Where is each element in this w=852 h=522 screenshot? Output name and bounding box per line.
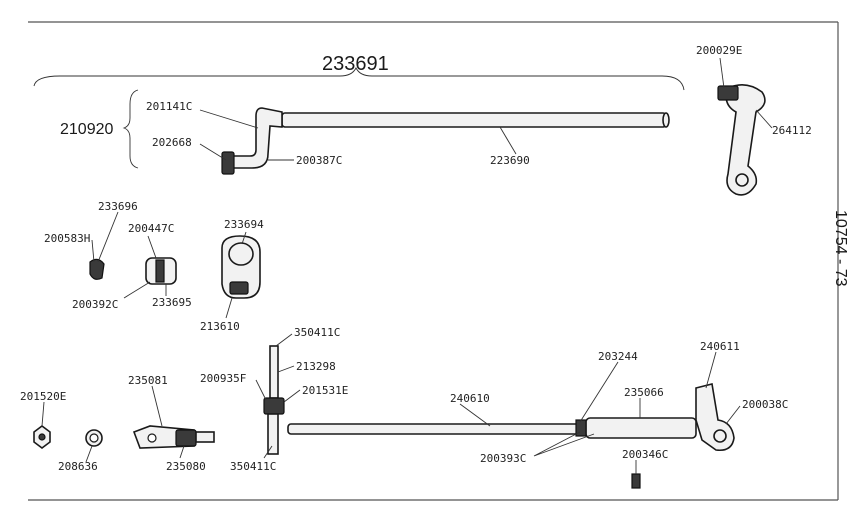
leader-202668 — [199, 143, 227, 161]
label-233691: 233691 — [322, 53, 389, 75]
label-208636: 208636 — [58, 460, 98, 473]
shaft-223690 — [221, 107, 670, 175]
leader-200393c — [533, 431, 595, 457]
leader-213298 — [277, 365, 295, 373]
label-200393c: 200393C — [480, 452, 526, 465]
leader-200029e — [719, 57, 725, 89]
label-350411c-top: 350411C — [294, 326, 340, 339]
link-235080 — [132, 425, 215, 449]
leader-235080 — [179, 445, 185, 459]
label-200583h: 200583H — [44, 232, 90, 245]
label-233696: 233696 — [98, 200, 138, 213]
leader-235081 — [151, 385, 163, 427]
leader-200447c — [147, 235, 157, 259]
collar-233695 — [145, 257, 177, 285]
label-240611: 240611 — [700, 340, 740, 353]
leader-213610 — [225, 297, 233, 319]
side-page-number: 10754 - 73 — [832, 210, 849, 287]
leader-200392c — [123, 281, 151, 299]
page-frame — [28, 21, 839, 501]
leader-200935f — [255, 379, 267, 401]
leader-208636 — [85, 445, 93, 463]
label-201141c: 201141C — [146, 100, 192, 113]
leader-201520e — [41, 401, 45, 427]
leader-223690 — [499, 126, 517, 155]
assembly-brace-left — [122, 89, 139, 169]
lever-264112 — [717, 84, 766, 196]
label-213298: 213298 — [296, 360, 336, 373]
label-200935f: 200935F — [200, 372, 246, 385]
leader-200583h — [91, 239, 95, 263]
label-210920: 210920 — [60, 121, 113, 138]
label-233695: 233695 — [152, 296, 192, 309]
leader-203244 — [579, 361, 619, 423]
label-200038c: 200038C — [742, 398, 788, 411]
label-200029e: 200029E — [696, 44, 742, 57]
label-200447c: 200447C — [128, 222, 174, 235]
label-203244: 203244 — [598, 350, 638, 363]
shaft-240610 — [263, 345, 735, 489]
label-235066: 235066 — [624, 386, 664, 399]
leader-201531e — [283, 389, 301, 403]
label-202668: 202668 — [152, 136, 192, 149]
label-350411c-bottom: 350411C — [230, 460, 276, 473]
label-200346c: 200346C — [622, 448, 668, 461]
label-264112: 264112 — [772, 124, 812, 137]
assembly-brace-top — [33, 66, 685, 91]
leader-350411c-top — [275, 333, 293, 347]
label-201531e: 201531E — [302, 384, 348, 397]
leader-233696 — [97, 211, 119, 263]
leader-240610 — [459, 403, 491, 427]
leader-240611 — [705, 351, 717, 389]
label-200392c: 200392C — [72, 298, 118, 311]
label-213610: 213610 — [200, 320, 240, 333]
leader-200038c — [725, 405, 741, 425]
washer-208636 — [85, 429, 103, 447]
leader-264112 — [755, 109, 773, 129]
leader-201141c — [199, 109, 259, 129]
label-235081: 235081 — [128, 374, 168, 387]
leader-350411c-bottom — [263, 445, 273, 459]
label-233694: 233694 — [224, 218, 264, 231]
label-235080: 235080 — [166, 460, 206, 473]
clip-233696 — [89, 258, 105, 280]
nut-201520e — [33, 425, 51, 449]
label-240610: 240610 — [450, 392, 490, 405]
leader-233694 — [241, 231, 247, 245]
label-223690: 223690 — [490, 154, 530, 167]
label-200387c: 200387C — [296, 154, 342, 167]
bracket-213610 — [221, 235, 261, 299]
label-201520e: 201520E — [20, 390, 66, 403]
